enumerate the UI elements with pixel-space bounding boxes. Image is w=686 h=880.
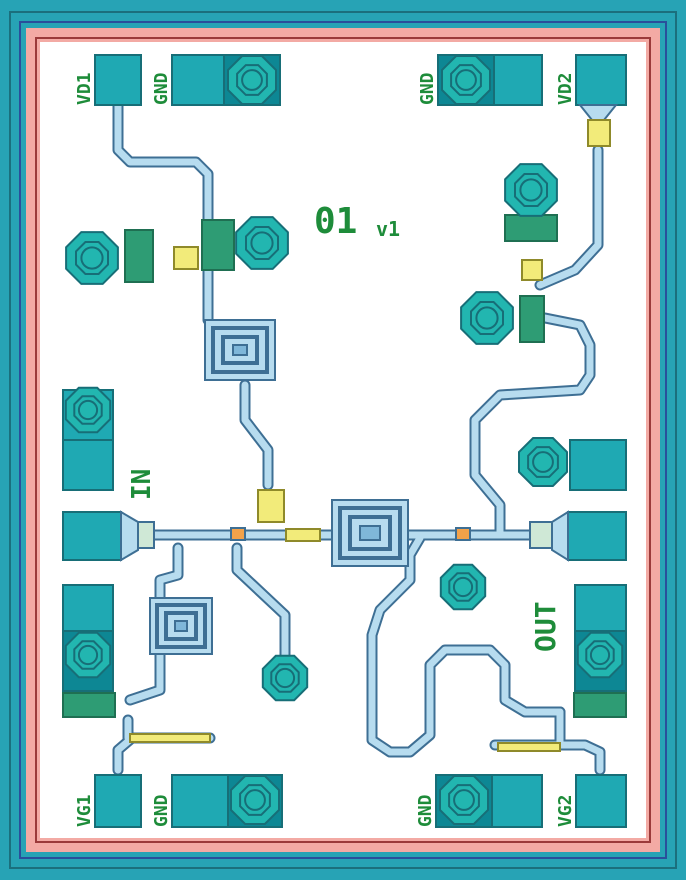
resistor-vd2 — [587, 119, 611, 147]
label-out: OUT — [529, 601, 562, 652]
resistor-series — [285, 528, 321, 542]
via-out-gnd — [518, 437, 568, 487]
label-vg1: VG1 — [74, 794, 95, 827]
via-vd2-mid — [460, 291, 514, 345]
capacitor-vd2-mid — [519, 295, 545, 343]
label-gnd-top-right: GND — [417, 72, 438, 105]
pad-in-gnd-lower — [62, 439, 114, 491]
label-gnd-bottom-left: GND — [151, 794, 172, 827]
pad-vg2 — [575, 774, 627, 828]
out-block-cap — [529, 521, 553, 549]
in-block-cap — [137, 521, 155, 549]
label-gnd-top-left: GND — [151, 72, 172, 105]
capacitor-vg1 — [62, 692, 116, 718]
pad-gnd-bottom-right — [491, 774, 543, 828]
frame-red-line — [35, 37, 651, 843]
label-vg2: VG2 — [555, 794, 576, 827]
frame-line-2 — [19, 21, 667, 859]
frame-line-1 — [9, 11, 677, 869]
pad-out — [567, 511, 627, 561]
inductor-top — [204, 319, 276, 381]
via-vd1-left — [65, 231, 119, 285]
pad-in — [62, 511, 122, 561]
via-vd1-right — [235, 216, 289, 270]
via-stage2-source — [439, 563, 487, 611]
inductor-center — [331, 499, 409, 567]
capacitor-vd1-left — [124, 229, 154, 283]
via-gnd-top-left — [227, 55, 277, 105]
via-stage1-source — [261, 654, 309, 702]
resistors — [129, 119, 611, 752]
label-vd2: VD2 — [555, 72, 576, 105]
inductor-bottom-left — [149, 597, 213, 655]
pad-vg1 — [94, 774, 142, 828]
resistor-vg1-thin — [129, 733, 211, 743]
pad-vd1 — [94, 54, 142, 106]
pad-gnd-top-right — [493, 54, 543, 106]
resistor-vd1 — [173, 246, 199, 270]
capacitor-vd2-top — [504, 214, 558, 242]
transistors — [137, 521, 553, 549]
labels: VD1 GND GND VD2 IN OUT VG1 GND GND VG2 0… — [74, 72, 576, 827]
label-in: IN — [127, 469, 157, 500]
via-right-gnd-lower — [576, 631, 624, 679]
capacitors — [62, 214, 627, 718]
label-vd1: VD1 — [74, 72, 95, 105]
capacitor-vg2 — [573, 692, 627, 718]
resistor-vg2-thin — [497, 742, 561, 752]
pad-gnd-top-left — [171, 54, 225, 106]
transistor-stage2 — [455, 527, 471, 541]
via-gnd-top-right — [441, 55, 491, 105]
resistor-vd2-low — [521, 259, 543, 281]
transistor-stage1 — [230, 527, 246, 541]
label-gnd-bottom-right: GND — [415, 794, 436, 827]
pad-gnd-bottom-left — [171, 774, 229, 828]
pad-tapers — [120, 104, 619, 562]
chip-id-label: 01 — [314, 201, 357, 242]
pad-out-gnd-upper — [569, 439, 627, 491]
via-in-gnd — [64, 386, 112, 434]
via-vd2-top — [504, 163, 558, 217]
pad-out-gnd-lower — [574, 584, 627, 632]
pad-left-gnd-lower — [62, 584, 114, 632]
chip-version-label: v1 — [376, 217, 400, 241]
via-left-gnd-lower — [64, 631, 112, 679]
via-gnd-bottom-right — [439, 775, 489, 825]
resistor-gate — [257, 489, 285, 523]
pad-vd2 — [575, 54, 627, 106]
capacitor-vd1-center — [201, 219, 235, 271]
via-gnd-bottom-left — [230, 775, 280, 825]
vias — [64, 55, 624, 825]
